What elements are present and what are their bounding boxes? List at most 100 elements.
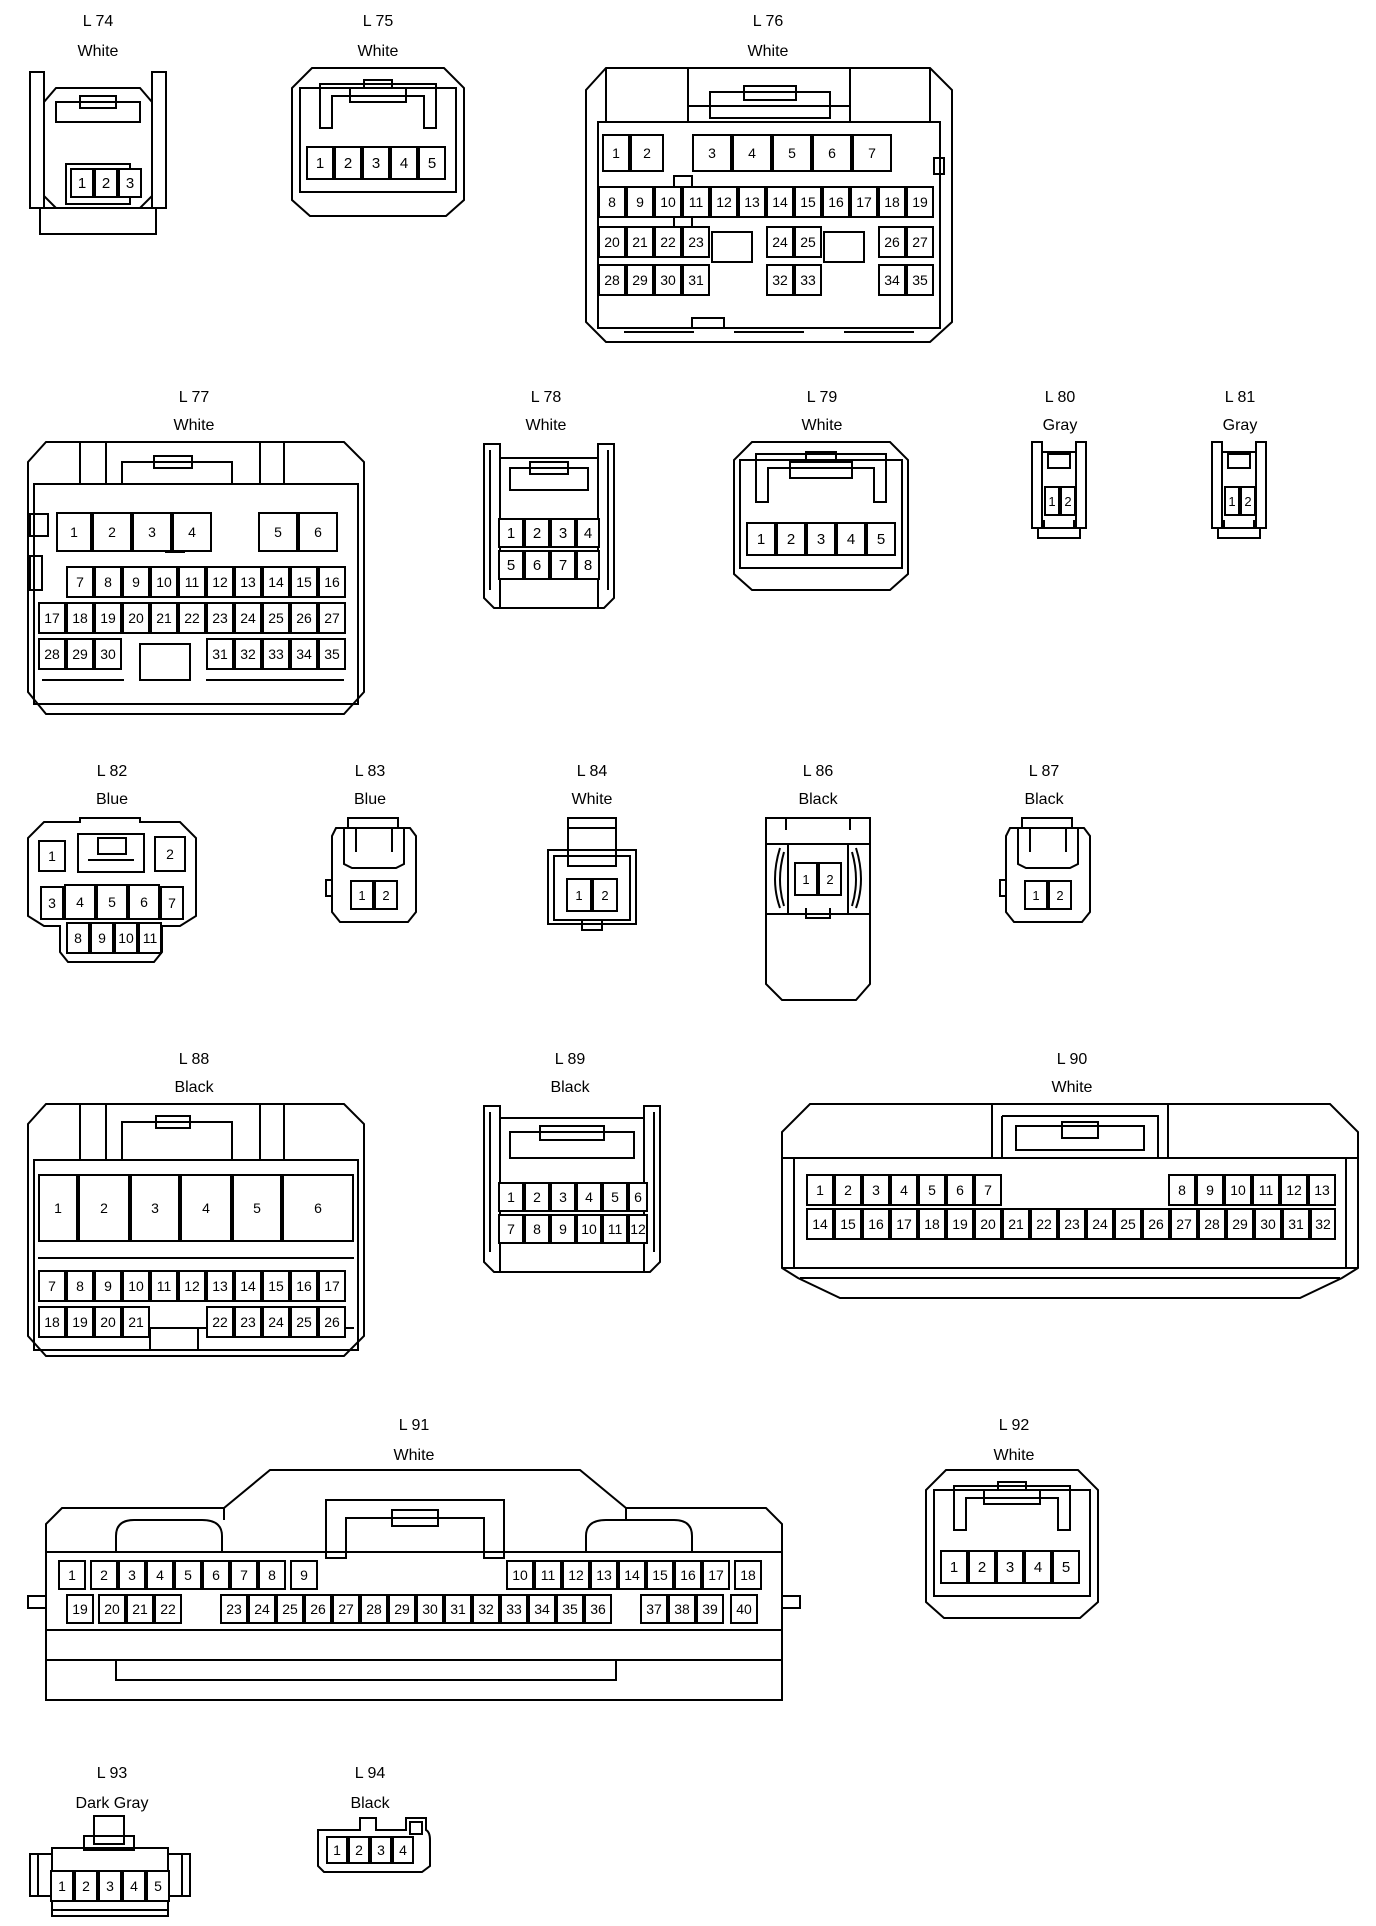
connector-color-label: Black [174, 1079, 214, 1096]
pin-30: 30 [1254, 1208, 1282, 1240]
pin-32: 32 [234, 638, 262, 670]
pin-19: 19 [946, 1208, 974, 1240]
pin-1: 1 [56, 512, 92, 552]
pin-17: 17 [318, 1270, 346, 1302]
connector-id-label: L 78 [530, 389, 562, 406]
pin-11: 11 [150, 1270, 178, 1302]
pin-22: 22 [206, 1306, 234, 1338]
pin-9: 9 [290, 1560, 318, 1590]
connector-color-label: Gray [1042, 417, 1078, 434]
pin-7: 7 [160, 886, 184, 920]
pin-1: 1 [326, 1836, 348, 1864]
pin-3: 3 [550, 518, 576, 548]
pin-5: 5 [418, 146, 446, 180]
connector-l79-outline [733, 441, 909, 591]
pin-24: 24 [262, 1306, 290, 1338]
pin-3: 3 [362, 146, 390, 180]
pin-8: 8 [258, 1560, 286, 1590]
connector-id-label: L 84 [576, 763, 608, 780]
pin-2: 2 [818, 862, 842, 896]
pin-4: 4 [390, 146, 418, 180]
pin-10: 10 [150, 566, 178, 598]
pin-9: 9 [94, 1270, 122, 1302]
connector-id-label: L 90 [1056, 1051, 1088, 1068]
pin-30: 30 [416, 1594, 444, 1624]
pin-5: 5 [498, 550, 524, 580]
pin-1: 1 [50, 1870, 74, 1902]
pin-2: 2 [524, 1182, 550, 1212]
pin-8: 8 [598, 186, 626, 218]
pin-17: 17 [702, 1560, 730, 1590]
pin-2: 2 [1060, 486, 1076, 516]
pin-19: 19 [66, 1594, 94, 1624]
pin-16: 16 [290, 1270, 318, 1302]
pin-19: 19 [94, 602, 122, 634]
pin-5: 5 [1052, 1550, 1080, 1584]
pin-9: 9 [550, 1214, 576, 1244]
connector-l83-outline [325, 817, 417, 923]
pin-8: 8 [576, 550, 600, 580]
pin-18: 18 [918, 1208, 946, 1240]
pin-20: 20 [94, 1306, 122, 1338]
pin-7: 7 [974, 1174, 1002, 1206]
pin-10: 10 [506, 1560, 534, 1590]
pin-3: 3 [550, 1182, 576, 1212]
connector-id-label: L 77 [178, 389, 210, 406]
pin-4: 4 [146, 1560, 174, 1590]
connector-id-label: L 74 [82, 13, 114, 30]
pin-26: 26 [878, 226, 906, 258]
pin-11: 11 [178, 566, 206, 598]
pin-15: 15 [262, 1270, 290, 1302]
pin-2: 2 [154, 836, 186, 872]
pin-3: 3 [692, 134, 732, 172]
pin-3: 3 [370, 1836, 392, 1864]
pin-21: 21 [626, 226, 654, 258]
pin-4: 4 [122, 1870, 146, 1902]
pin-21: 21 [150, 602, 178, 634]
pin-13: 13 [206, 1270, 234, 1302]
pin-35: 35 [318, 638, 346, 670]
pin-7: 7 [66, 566, 94, 598]
pin-2: 2 [94, 168, 118, 198]
pin-5: 5 [258, 512, 298, 552]
pin-3: 3 [130, 1174, 180, 1242]
pin-10: 10 [576, 1214, 602, 1244]
pin-27: 27 [906, 226, 934, 258]
pin-1: 1 [806, 1174, 834, 1206]
pin-6: 6 [128, 884, 160, 920]
pin-2: 2 [968, 1550, 996, 1584]
pin-1: 1 [498, 518, 524, 548]
pin-28: 28 [1198, 1208, 1226, 1240]
pin-6: 6 [282, 1174, 354, 1242]
pin-4: 4 [180, 1174, 232, 1242]
pin-30: 30 [94, 638, 122, 670]
connector-l90-outline [781, 1103, 1359, 1299]
pin-20: 20 [98, 1594, 126, 1624]
pin-12: 12 [562, 1560, 590, 1590]
pin-2: 2 [90, 1560, 118, 1590]
pin-21: 21 [122, 1306, 150, 1338]
pin-1: 1 [306, 146, 334, 180]
pin-25: 25 [794, 226, 822, 258]
connector-id-label: L 83 [354, 763, 386, 780]
connector-id-label: L 75 [362, 13, 394, 30]
pin-26: 26 [318, 1306, 346, 1338]
pin-18: 18 [66, 602, 94, 634]
pin-25: 25 [1114, 1208, 1142, 1240]
pin-10: 10 [122, 1270, 150, 1302]
pin-5: 5 [146, 1870, 170, 1902]
pin-8: 8 [66, 1270, 94, 1302]
pin-8: 8 [66, 922, 90, 954]
pin-28: 28 [38, 638, 66, 670]
connector-l86-outline [765, 817, 871, 1001]
pin-5: 5 [918, 1174, 946, 1206]
pin-15: 15 [290, 566, 318, 598]
pin-4: 4 [1024, 1550, 1052, 1584]
pin-22: 22 [654, 226, 682, 258]
connector-id-label: L 91 [398, 1417, 430, 1434]
pin-21: 21 [126, 1594, 154, 1624]
pin-2: 2 [348, 1836, 370, 1864]
pin-1: 1 [794, 862, 818, 896]
pin-14: 14 [234, 1270, 262, 1302]
